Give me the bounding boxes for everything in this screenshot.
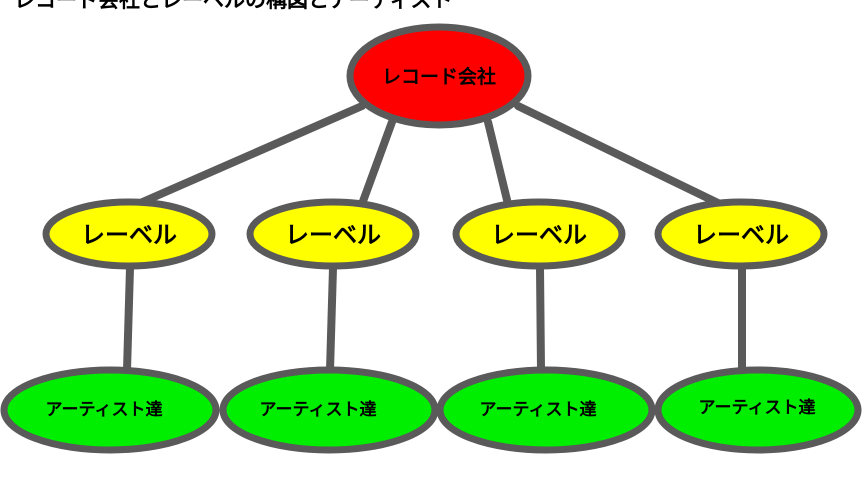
artist-node-label: アーティスト達 [480, 400, 597, 420]
connector-root-label-4 [514, 102, 724, 208]
connector-label-artist-3 [536, 264, 545, 374]
connector-label-artist-2 [326, 264, 337, 374]
label-node: レーベル [246, 198, 420, 270]
label-node-label: レーベル [491, 221, 587, 249]
artist-node-label: アーティスト達 [260, 400, 377, 420]
connectors [123, 102, 746, 374]
label-node-label: レーベル [693, 221, 789, 249]
connector-root-label-3 [484, 118, 512, 208]
label-node: レーベル [452, 198, 626, 270]
label-node-shape [654, 198, 828, 270]
connector-root-label-1 [134, 102, 366, 208]
artist-node-shape [0, 366, 220, 454]
label-node-label: レーベル [81, 221, 177, 249]
artist-node-shape [219, 366, 439, 454]
label-node: レーベル [654, 198, 828, 270]
page-title: レコード会社とレーベルの構図とアーティスト [14, 0, 453, 12]
root-node: レコード会社 [346, 23, 532, 129]
artist-node: アーティスト達 [0, 366, 220, 454]
label-node-shape [452, 198, 626, 270]
connector-label-artist-1 [123, 264, 134, 374]
root-node-label: レコード会社 [382, 65, 496, 88]
label-node-shape [246, 198, 420, 270]
connector-root-label-2 [358, 118, 396, 208]
label-node: レーベル [42, 198, 216, 270]
label-node-shape [42, 198, 216, 270]
artist-node: アーティスト達 [219, 366, 439, 454]
artist-node: アーティスト達 [654, 366, 862, 454]
label-node-label: レーベル [285, 221, 381, 249]
artist-node-shape [436, 366, 656, 454]
root-node-shape [346, 23, 532, 129]
artist-node: アーティスト達 [436, 366, 656, 454]
artist-node-label: アーティスト達 [46, 400, 163, 420]
artist-node-label: アーティスト達 [699, 398, 816, 418]
artist-node-shape [654, 366, 862, 454]
